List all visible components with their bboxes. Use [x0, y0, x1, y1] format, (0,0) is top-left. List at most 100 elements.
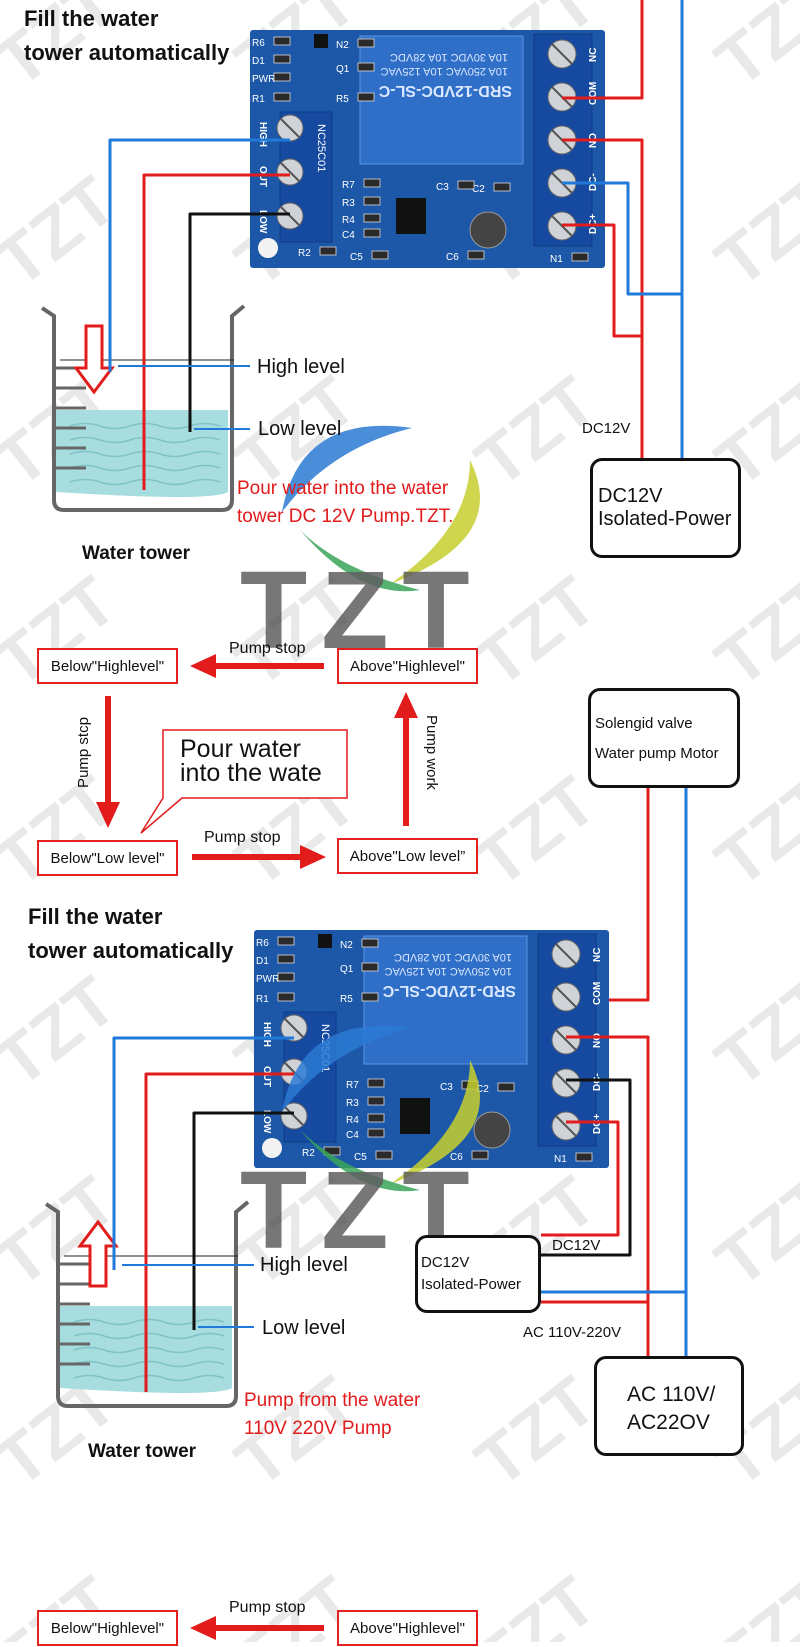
svg-text:TZT: TZT [701, 1161, 800, 1301]
svg-text:10A 250VAC 10A 125VAC: 10A 250VAC 10A 125VAC [381, 65, 508, 77]
diagram2-beaker-glass [44, 1200, 250, 1408]
svg-text:PWR: PWR [252, 74, 275, 85]
device-box: Solengid valve Water pump Motor [588, 688, 740, 788]
diagram1-relay-body [359, 35, 524, 165]
flow-arrow-top-head [190, 654, 216, 678]
diagram2-pump-note-line1: Pump from the water [244, 1390, 421, 1411]
diagram2-ac-box: AC 110V/ AC22OV [594, 1356, 744, 1456]
flow-callout-line1: Pour water [180, 735, 301, 763]
flow-pump-work-vertical: Pump work [423, 714, 441, 791]
svg-text:NC25C01: NC25C01 [315, 124, 327, 172]
diagram1-title-line1: Fill the water [24, 6, 159, 31]
diagram1-pump-note-line1: Pour water into the water [237, 478, 449, 499]
diagram1-title-line2: tower automatically [24, 40, 230, 65]
svg-text:TZT: TZT [701, 0, 800, 102]
diagram1-tank-caption: Water tower [82, 543, 191, 564]
diagram2-dcminus-wire [541, 1078, 632, 1257]
diagram2-mount-hole [262, 1138, 282, 1158]
svg-text:Q1: Q1 [336, 64, 350, 75]
diagram2-power-line2: Isolated-Power [421, 1276, 522, 1293]
svg-text:C2: C2 [472, 184, 485, 195]
flow2-arrow-top-head [190, 1616, 216, 1640]
diagram1-beaker-glass [40, 304, 246, 512]
svg-text:C4: C4 [342, 230, 355, 241]
diagram2-title-line1: Fill the water [28, 904, 163, 929]
diagram1-ic-chip [396, 198, 426, 234]
diagram1-power-line2: Isolated-Power [598, 508, 732, 530]
svg-text:OUT: OUT [257, 166, 268, 187]
svg-text:D1: D1 [252, 56, 265, 67]
flow-callout-bubble [140, 729, 348, 834]
svg-text:10A 30VDC 10A 28VDC: 10A 30VDC 10A 28VDC [394, 951, 512, 963]
flow-above-high-box: Above"Highlevel" [337, 648, 478, 684]
diagram1-pump-note-line2: tower DC 12V Pump.TZT. [237, 506, 454, 527]
diagram2-dc-label: DC12V [552, 1237, 601, 1254]
diagram2-ac-line2: AC22OV [627, 1411, 710, 1434]
diagram1-power-line1: DC12V [598, 485, 663, 507]
flow-pump-stop-bottom: Pump stop [204, 829, 281, 846]
svg-text:R7: R7 [342, 180, 355, 191]
svg-text:C3: C3 [436, 182, 449, 193]
svg-text:TZT: TZT [701, 161, 800, 301]
diagram1-no-wire [562, 138, 644, 458]
diagram2-pump-note-line2: 110V 220V Pump [244, 1418, 392, 1439]
diagram1-out-wire [142, 173, 290, 490]
diagram2-high-wire [112, 1036, 294, 1270]
diagram1-water [56, 410, 228, 497]
svg-text:D1: D1 [256, 956, 269, 967]
diagram1-transistor [314, 34, 328, 48]
svg-text:R5: R5 [340, 994, 353, 1005]
svg-text:COM: COM [588, 82, 599, 105]
diagram2-tank-caption: Water tower [88, 1441, 197, 1462]
svg-text:OUT: OUT [261, 1066, 272, 1087]
flow-below-low-box: Below"Low level" [37, 840, 178, 876]
diagram1-dcminus-wire [562, 0, 684, 296]
svg-text:R1: R1 [252, 94, 265, 105]
svg-text:R4: R4 [346, 1115, 359, 1126]
svg-text:C2: C2 [476, 1084, 489, 1095]
svg-text:PWR: PWR [256, 974, 279, 985]
svg-text:DC+: DC+ [592, 1114, 603, 1134]
diagram1-mount-hole [258, 238, 278, 258]
svg-text:10A 250VAC 10A 125VAC: 10A 250VAC 10A 125VAC [385, 965, 512, 977]
diagram2-ac-line1: AC 110V/ [627, 1383, 716, 1406]
svg-text:R6: R6 [256, 938, 269, 949]
svg-text:DC-: DC- [592, 1073, 603, 1091]
svg-text:C6: C6 [446, 252, 459, 263]
svg-text:NC: NC [592, 948, 603, 962]
svg-text:R2: R2 [302, 1148, 315, 1159]
diagram1-high-level-label: High level [257, 356, 345, 378]
diagram2-ac-label: AC 110V-220V [523, 1324, 622, 1341]
flow-pump-stop-vertical: Pump stcp [74, 717, 92, 788]
device-line1: Solengid valve [595, 715, 693, 732]
svg-text:SRD-12VDC-SL-C: SRD-12VDC-SL-C [378, 82, 512, 99]
diagram1-low-wire [188, 212, 290, 432]
svg-text:NO: NO [592, 1033, 603, 1048]
svg-text:LOW: LOW [261, 1110, 272, 1134]
svg-text:C5: C5 [354, 1152, 367, 1163]
diagram2-ic-chip [400, 1098, 430, 1134]
flow-above-low-box: Above"Low level” [337, 838, 478, 874]
svg-text:N1: N1 [554, 1154, 567, 1165]
svg-text:N1: N1 [550, 254, 563, 265]
diagram1-com-wire [562, 0, 644, 100]
svg-text:C6: C6 [450, 1152, 463, 1163]
svg-text:R1: R1 [256, 994, 269, 1005]
flow-arrow-left-head [96, 802, 120, 828]
svg-text:TZT: TZT [0, 961, 130, 1101]
svg-text:TZT: TZT [461, 1361, 610, 1501]
svg-text:R2: R2 [298, 248, 311, 259]
svg-text:TZT: TZT [701, 1561, 800, 1642]
diagram2-power-box: DC12V Isolated-Power [415, 1235, 541, 1313]
svg-text:N2: N2 [340, 940, 353, 951]
flow-callout-line2: into the wate [180, 759, 322, 787]
svg-text:R3: R3 [342, 198, 355, 209]
flow2-below-high-box: Below"Highlevel" [37, 1610, 178, 1646]
flow2-pump-stop: Pump stop [229, 1599, 306, 1616]
svg-text:TZT: TZT [461, 1561, 610, 1642]
flow2-above-high-box: Above"Highlevel" [337, 1610, 478, 1646]
